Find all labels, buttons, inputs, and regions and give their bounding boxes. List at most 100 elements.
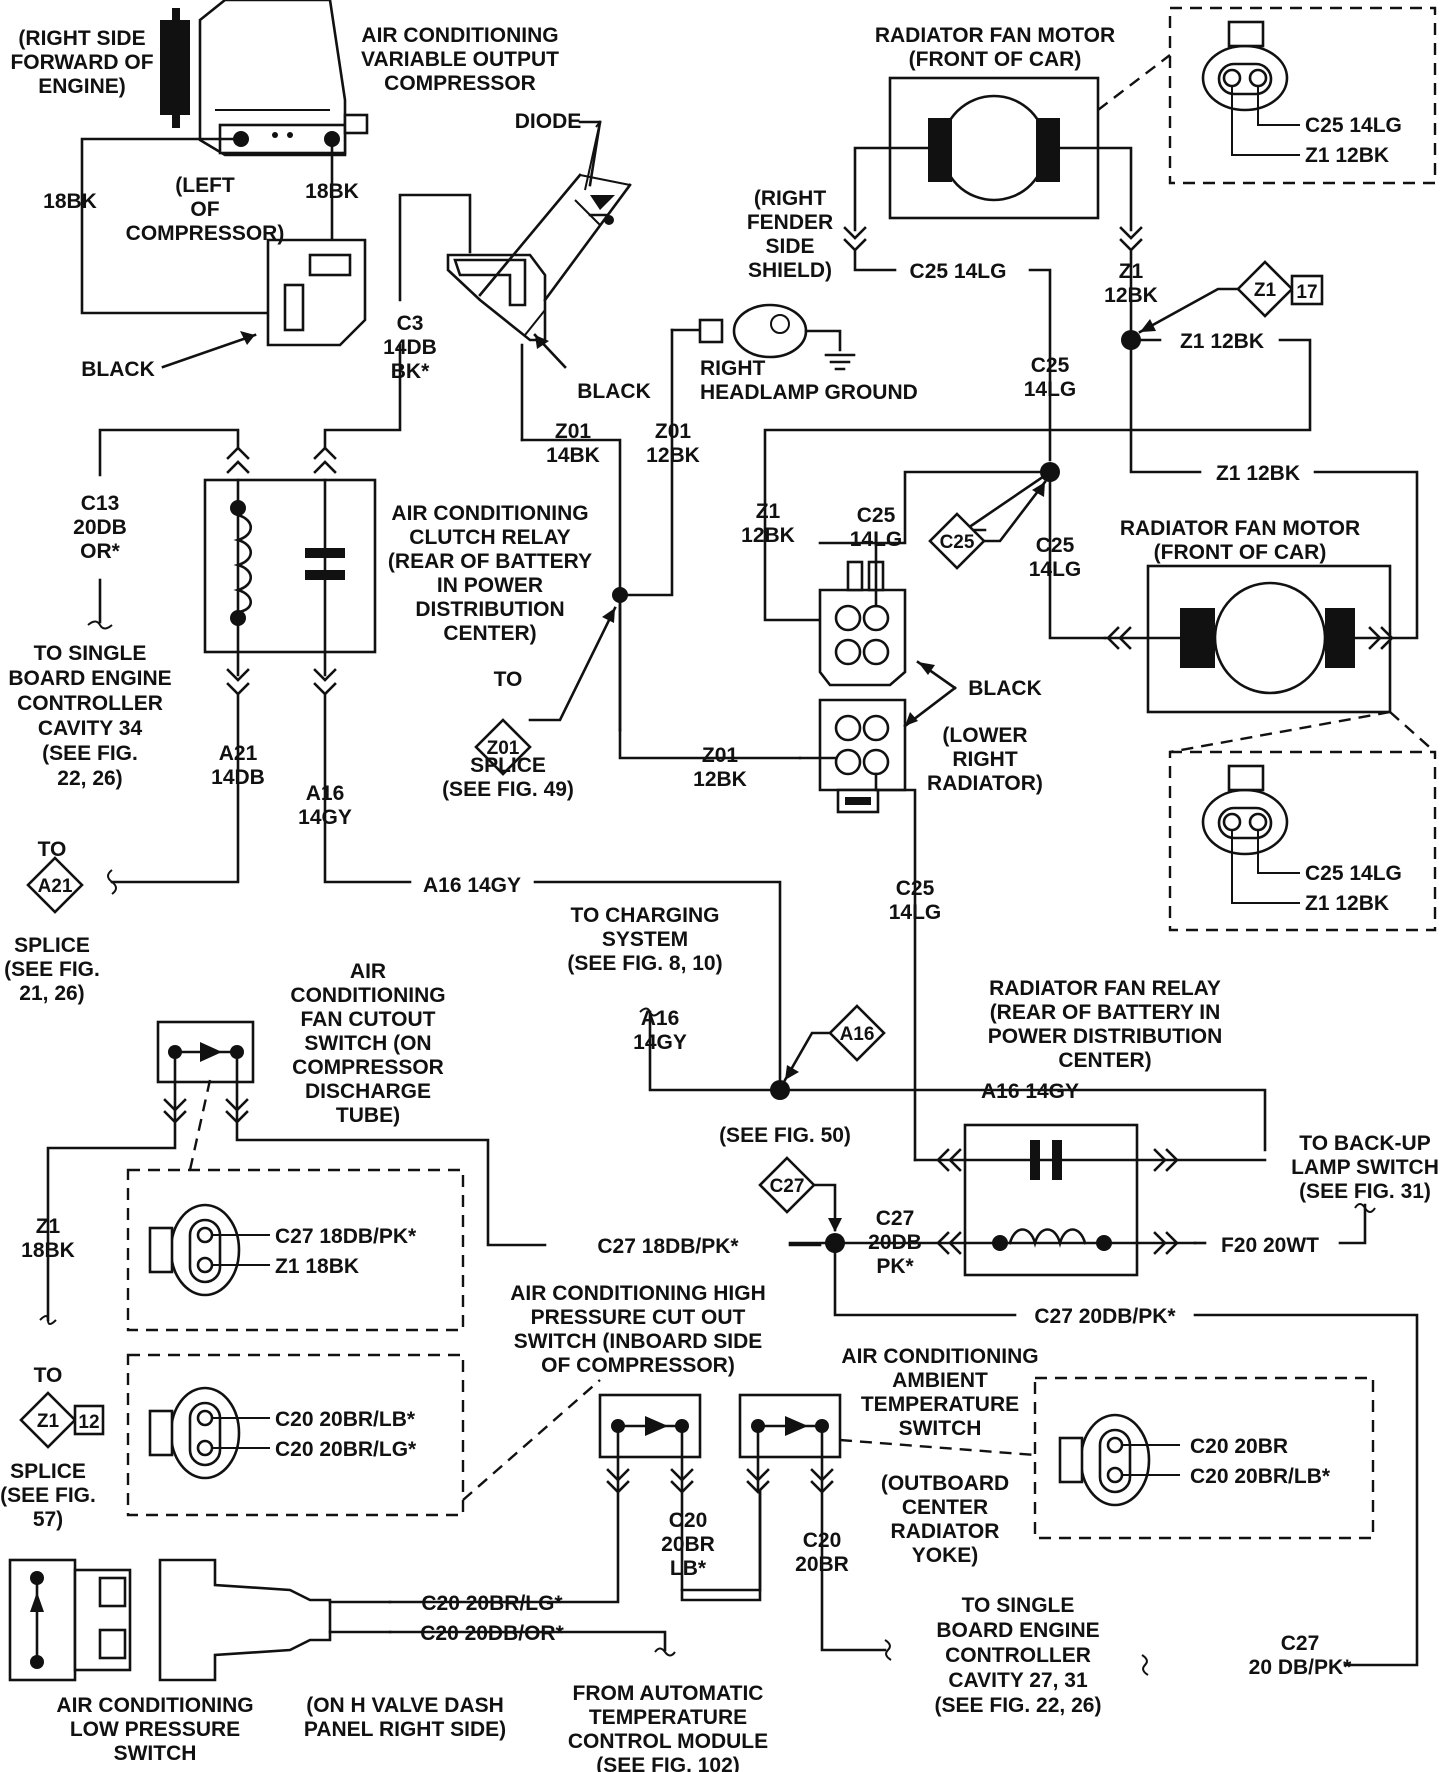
label-line: Z1 <box>756 500 781 523</box>
label-line: TO SINGLE <box>962 1594 1075 1617</box>
label-rad-fan-motor-mid: RADIATOR FAN MOTOR(FRONT OF CAR) <box>1120 517 1360 564</box>
label-line: TO <box>34 1364 63 1387</box>
label-line: (FRONT OF CAR) <box>909 48 1082 71</box>
label-line: SPLICE <box>470 754 546 777</box>
black-connector-compressor <box>266 238 367 347</box>
label-line: COMPRESSOR <box>384 72 536 95</box>
label-line: SWITCH <box>899 1417 982 1440</box>
z01-tag-text: Z01 <box>487 738 520 759</box>
c25-tag-text: C25 <box>940 532 975 553</box>
label-line: SWITCH <box>114 1742 197 1765</box>
label-line: RADIATOR FAN MOTOR <box>875 24 1115 47</box>
z01-12bk-lower-wire <box>618 728 802 760</box>
label-line: 14GY <box>633 1031 687 1054</box>
label-line: C27 <box>1281 1632 1320 1655</box>
label-line: FROM AUTOMATIC <box>573 1682 764 1705</box>
label-line: TO SINGLE <box>34 642 147 665</box>
label-black-connector: BLACK <box>968 677 1042 700</box>
label-line: C20 20BR/LG* <box>421 1592 563 1615</box>
label-line: Z1 <box>1119 260 1144 283</box>
label-line: 14BK <box>546 444 600 467</box>
z1-12-tag-text: Z1 <box>37 1411 60 1432</box>
a16-14gy-wire <box>648 1010 1267 1152</box>
label-conn-mid-z1: Z1 12BK <box>1305 892 1389 915</box>
label-conn-hp-c20b: C20 20BR/LG* <box>275 1438 417 1461</box>
ambient-switch <box>738 1393 842 1494</box>
c27-20db-pk-wire <box>1193 1313 1419 1667</box>
fan-cutout-switch <box>156 1020 255 1124</box>
label-line: AIR <box>350 960 386 983</box>
label-line: 18BK <box>21 1239 75 1262</box>
label-line: C20 20DB/OR* <box>420 1622 564 1645</box>
label-line: AIR CONDITIONING <box>841 1345 1038 1368</box>
diode-assembly <box>446 173 632 342</box>
label-c27-20db-pk-horiz: C27 20DB/PK* <box>1034 1305 1176 1328</box>
connector-view-ambient <box>1033 1376 1375 1540</box>
label-line: 20DB <box>868 1231 922 1254</box>
label-line: COMPRESSOR <box>292 1056 444 1079</box>
label-line: FAN CUTOUT <box>301 1008 436 1031</box>
label-line: VARIABLE OUTPUT <box>361 48 559 71</box>
label-line: C27 18DB/PK* <box>275 1225 417 1248</box>
label-line: OF COMPRESSOR) <box>541 1354 735 1377</box>
label-line: SIDE <box>765 235 814 258</box>
label-c27-18db-pk-horiz: C27 18DB/PK* <box>597 1235 739 1258</box>
label-line: 20 DB/PK* <box>1249 1656 1353 1679</box>
label-line: DISCHARGE <box>305 1080 431 1103</box>
label-black-compressor: BLACK <box>81 358 155 381</box>
label-line: CONTROLLER <box>945 1644 1091 1667</box>
label-z1-12bk-horiz1: Z1 12BK <box>1180 330 1264 353</box>
radiator-connector-upper <box>818 541 907 687</box>
label-line: (RIGHT <box>754 187 826 210</box>
label-line: (REAR OF BATTERY IN <box>990 1001 1221 1024</box>
label-conn-hp-c20a: C20 20BR/LB* <box>275 1408 416 1431</box>
z1-17-tag-text: Z1 <box>1254 280 1277 301</box>
label-line: (SEE FIG. 102) <box>596 1754 740 1772</box>
label-line: FORWARD OF <box>10 51 153 74</box>
label-line: C25 14LG <box>1305 862 1402 885</box>
label-line: TEMPERATURE <box>589 1706 747 1729</box>
c20-20br-lg-wire <box>388 1490 620 1604</box>
label-line: Z1 12BK <box>1305 892 1389 915</box>
label-line: 22, 26) <box>57 767 122 790</box>
label-line: CLUTCH RELAY <box>409 526 570 549</box>
label-line: (LOWER <box>942 724 1027 747</box>
label-line: 14LG <box>889 901 942 924</box>
label-line: A21 <box>219 742 258 765</box>
label-line: PK* <box>876 1255 914 1278</box>
label-line: SPLICE <box>10 1460 86 1483</box>
label-line: POWER DISTRIBUTION <box>988 1025 1223 1048</box>
label-line: (SEE FIG. 50) <box>719 1124 851 1147</box>
label-line: TEMPERATURE <box>861 1393 1019 1416</box>
label-line: (SEE FIG. 8, 10) <box>567 952 722 975</box>
a16-tag: A16 <box>783 1004 886 1082</box>
label-line: OF <box>190 198 219 221</box>
radiator-connector-lower <box>798 698 917 1162</box>
label-line: (SEE FIG. <box>42 742 138 765</box>
c27-tag: C27 <box>758 1156 842 1232</box>
label-line: A16 14GY <box>981 1080 1079 1103</box>
label-to-z01: TO <box>494 668 523 691</box>
label-line: C27 20DB/PK* <box>1034 1305 1176 1328</box>
label-c20-20db-or-horiz: C20 20DB/OR* <box>420 1622 564 1645</box>
connector-top <box>1201 20 1300 156</box>
label-line: LB* <box>670 1557 707 1580</box>
arrow-head <box>240 331 255 345</box>
label-line: AIR CONDITIONING <box>391 502 588 525</box>
label-line: ENGINE) <box>38 75 126 98</box>
label-conn-top-c25: C25 14LG <box>1305 114 1402 137</box>
label-line: (SEE FIG. 31) <box>1299 1180 1431 1203</box>
label-line: (REAR OF BATTERY <box>388 550 592 573</box>
